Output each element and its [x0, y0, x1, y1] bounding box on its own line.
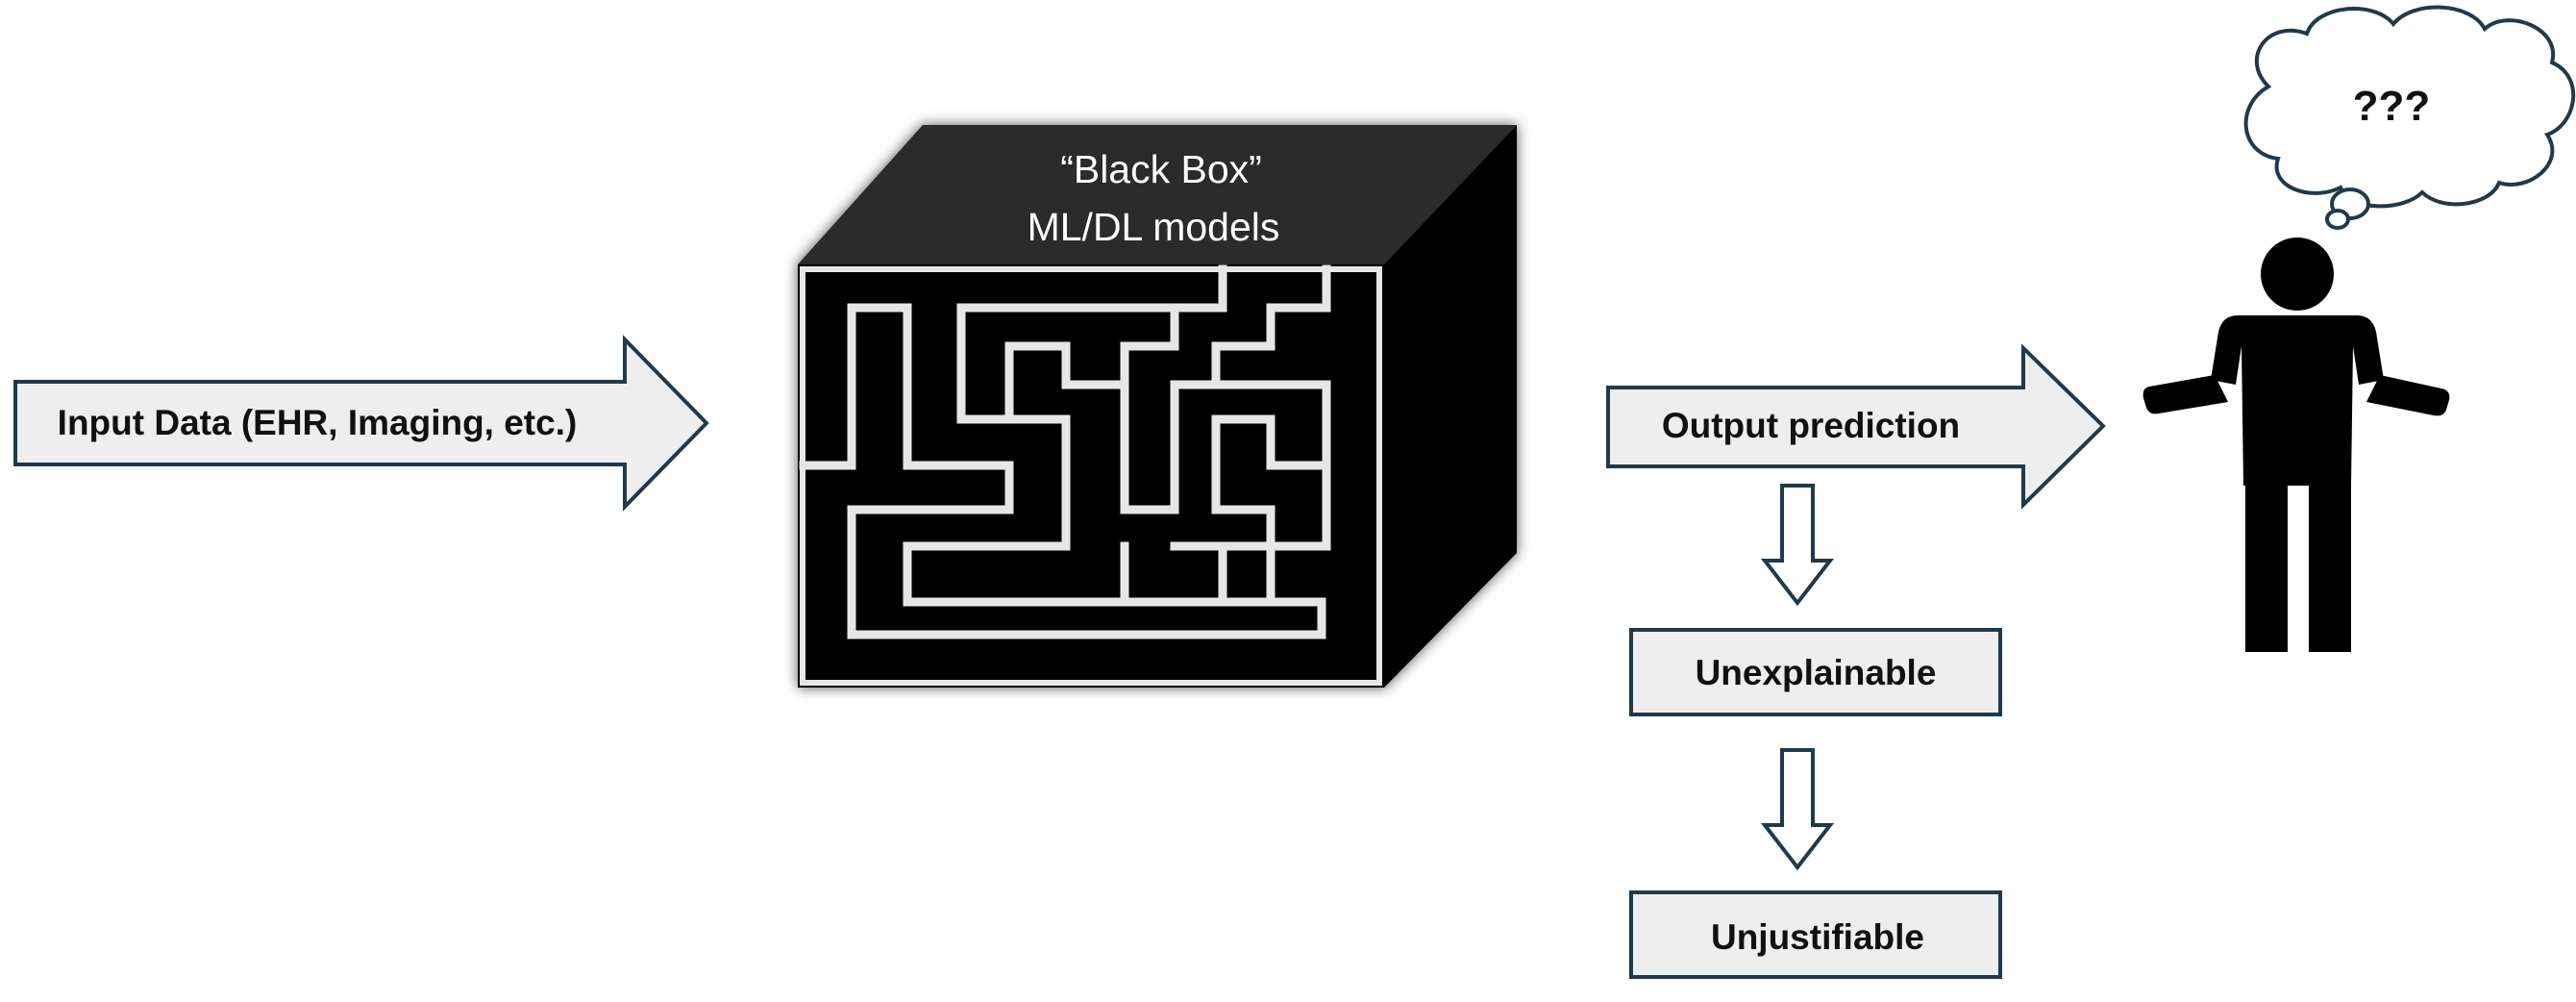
thought-text: ??? — [2353, 83, 2431, 130]
input-arrow-shape — [13, 335, 709, 512]
step-box-unjustifiable-rect — [1629, 890, 2002, 979]
black-box: “Black Box” ML/DL models — [798, 125, 1517, 688]
person-right-arm — [2366, 375, 2450, 416]
down-arrow-1 — [1760, 484, 1835, 607]
maze-wall — [847, 303, 1014, 470]
input-arrow: Input Data (EHR, Imaging, etc.) — [13, 335, 709, 512]
person-left-arm — [2143, 375, 2228, 414]
step-box-unexplainable-label: Unexplainable — [1696, 653, 1937, 692]
thought-cloud-shape — [2243, 5, 2576, 209]
maze-wall — [1120, 541, 1276, 607]
person-right-leg — [2309, 481, 2351, 652]
input-arrow-label: Input Data (EHR, Imaging, etc.) — [58, 403, 578, 442]
maze-wall — [1120, 303, 1276, 514]
maze-wall — [1266, 264, 1331, 313]
black-box-title-line1: “Black Box” — [1060, 147, 1262, 191]
down-arrow-2 — [1760, 748, 1835, 871]
output-arrow: Output prediction — [1606, 343, 2106, 510]
maze-wall — [1211, 380, 1331, 514]
maze — [799, 264, 1331, 639]
step-box-unjustifiable: Unjustifiable — [1629, 890, 2002, 979]
output-arrow-label: Output prediction — [1662, 406, 1960, 445]
step-box-unexplainable-rect — [1629, 628, 2002, 716]
person-torso — [2211, 315, 2384, 486]
output-arrow-shape — [1606, 343, 2106, 510]
maze-wall — [847, 303, 1326, 639]
black-box-front-border — [800, 266, 1382, 686]
maze-wall — [956, 264, 1227, 313]
step-box-unjustifiable-label: Unjustifiable — [1711, 917, 1924, 957]
person-icon — [2143, 238, 2450, 652]
thought-bubble-small — [2325, 209, 2350, 230]
black-box-side-face — [1384, 125, 1517, 688]
black-box-top-face — [798, 125, 1517, 264]
black-box-title-line2: ML/DL models — [1028, 205, 1280, 249]
person-head — [2261, 238, 2334, 311]
thought-cloud: ??? — [2243, 5, 2576, 230]
black-box-front-face — [798, 264, 1384, 688]
person-left-leg — [2245, 481, 2288, 652]
step-box-unexplainable: Unexplainable — [1629, 628, 2002, 716]
